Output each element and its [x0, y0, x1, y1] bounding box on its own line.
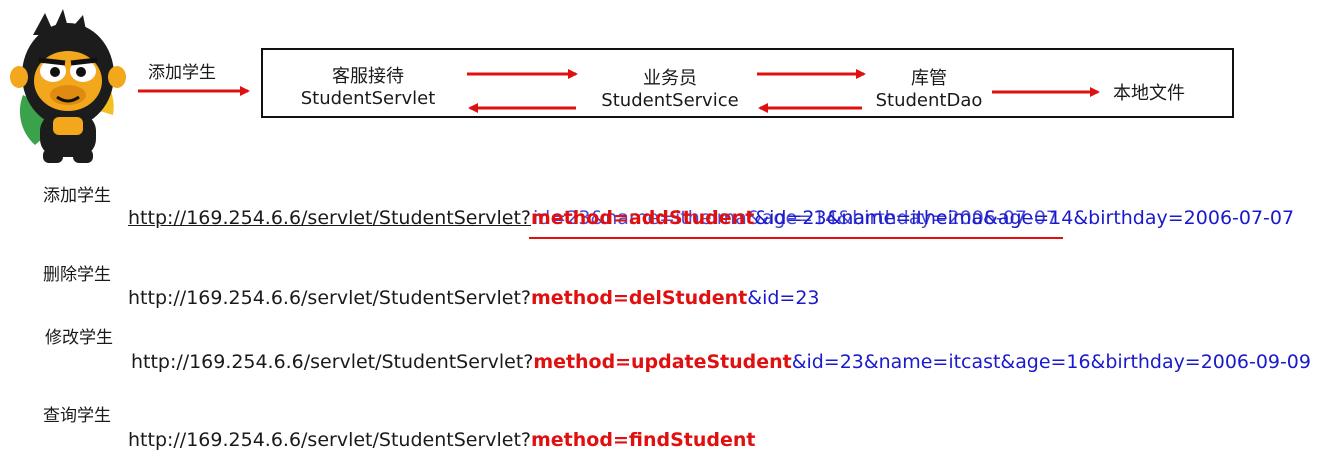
node-service: 业务员 StudentService — [585, 68, 755, 112]
add-student-url[interactable]: http://169.254.6.6/servlet/StudentServle… — [128, 207, 1294, 229]
node-servlet-title: 客服接待 — [332, 66, 404, 87]
delete-url-base: http://169.254.6.6/servlet/StudentServle… — [128, 287, 531, 309]
delete-student-url[interactable]: http://169.254.6.6/servlet/StudentServle… — [128, 287, 820, 309]
find-url-base: http://169.254.6.6/servlet/StudentServle… — [128, 429, 531, 451]
update-url-method: method=updateStudent — [533, 351, 792, 373]
node-dao-title: 库管 — [911, 68, 947, 89]
flow-box — [261, 48, 1234, 118]
node-dao-class: StudentDao — [875, 90, 983, 111]
add-url-params: &id=23&name=itheima&age=14&birthday=2006… — [754, 207, 1295, 229]
node-dao: 库管 StudentDao — [863, 68, 995, 112]
node-servlet-class: StudentServlet — [300, 88, 436, 109]
delete-url-method: method=delStudent — [531, 287, 748, 309]
find-student-url[interactable]: http://169.254.6.6/servlet/StudentServle… — [128, 429, 755, 451]
find-url-method: method=findStudent — [531, 429, 756, 451]
monkey-mascot-icon — [10, 9, 126, 163]
update-url-params: &id=23&name=itcast&age=16&birthday=2006-… — [791, 351, 1311, 373]
add-url-base: http://169.254.6.6/servlet/StudentServle… — [128, 207, 531, 229]
add-url-ghost: id=23&name=itheima&age=14&birthday=2006-… — [533, 207, 1058, 229]
flow-entry-label: 添加学生 — [148, 63, 216, 83]
node-service-class: StudentService — [601, 90, 739, 111]
node-local-file: 本地文件 — [1113, 83, 1185, 104]
section-title-update: 修改学生 — [45, 328, 113, 348]
add-url-method: method=addStudent — [531, 207, 755, 229]
section-title-delete: 删除学生 — [43, 265, 111, 285]
node-service-title: 业务员 — [643, 68, 697, 89]
delete-url-params: &id=23 — [747, 287, 820, 309]
update-student-url[interactable]: http://169.254.6.6/servlet/StudentServle… — [131, 351, 1311, 373]
update-url-base: http://169.254.6.6/servlet/StudentServle… — [131, 351, 534, 373]
section-title-find: 查询学生 — [43, 406, 111, 426]
section-title-add: 添加学生 — [43, 186, 111, 206]
node-servlet: 客服接待 StudentServlet — [288, 66, 448, 110]
